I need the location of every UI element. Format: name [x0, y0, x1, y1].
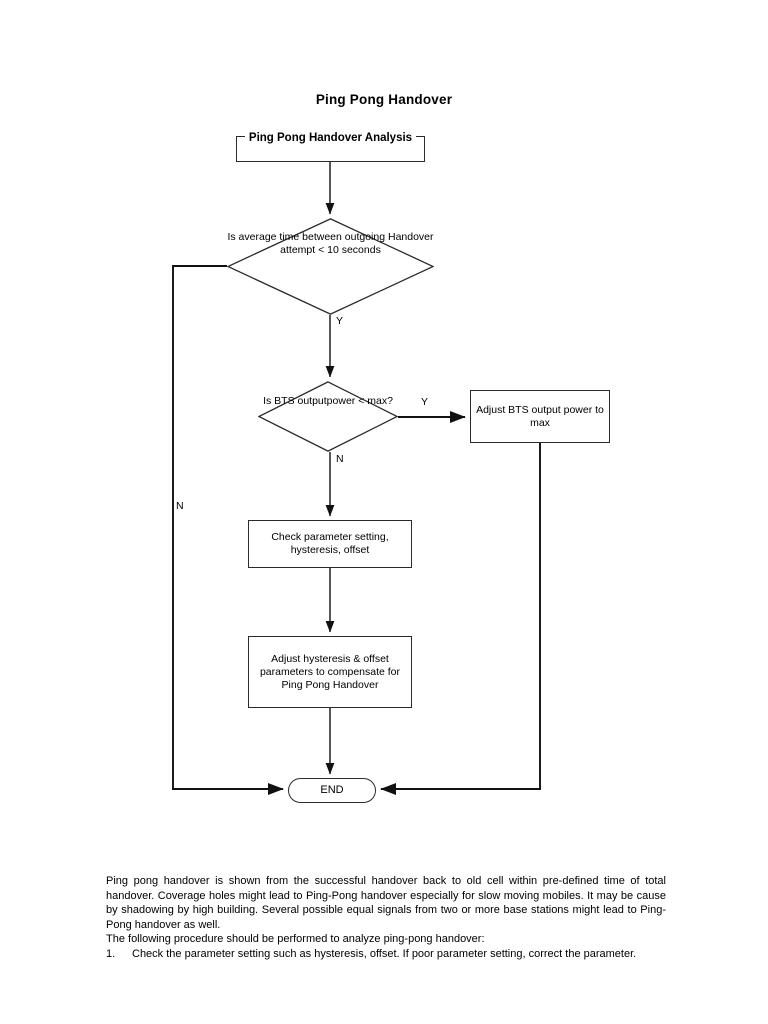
flow-node-decision-time[interactable]: Is average time between outgoing Handove… — [227, 218, 434, 315]
branch-label-time-no: N — [176, 500, 184, 512]
prose-paragraph-1: Ping pong handover is shown from the suc… — [106, 875, 666, 931]
flow-node-decision-power-label: Is BTS outputpower < max? — [263, 395, 393, 407]
flow-node-start-label: Ping Pong Handover Analysis — [244, 132, 417, 144]
list-item-text: Check the parameter setting such as hyst… — [132, 947, 637, 960]
flow-node-end-label: END — [320, 784, 344, 796]
flowchart: Ping Pong Handover Analysis Is average t… — [172, 132, 610, 803]
flow-node-end[interactable]: END — [288, 778, 376, 803]
diamond-shape-icon — [227, 218, 434, 315]
diamond-shape-icon — [258, 381, 398, 452]
branch-label-power-yes: Y — [421, 396, 429, 408]
flow-node-adjust-bts-label: Adjust BTS output power to max — [476, 403, 604, 429]
procedure-list: 1. Check the parameter setting such as h… — [106, 947, 666, 962]
branch-label-time-yes: Y — [336, 315, 344, 327]
flow-node-start[interactable]: Ping Pong Handover Analysis — [236, 132, 425, 162]
flow-node-adjust-bts[interactable]: Adjust BTS output power to max — [470, 390, 610, 443]
flow-node-decision-time-label: Is average time between outgoing Handove… — [227, 231, 434, 256]
edge-adjust-bts-to-end — [380, 443, 541, 796]
flow-node-check-param-label: Check parameter setting, hysteresis, off… — [271, 531, 389, 556]
description-text: Ping pong handover is shown from the suc… — [106, 874, 666, 962]
branch-label-power-no: N — [336, 453, 344, 465]
flow-node-adjust-hysteresis-label: Adjust hysteresis & offset parameters to… — [259, 652, 401, 691]
prose-paragraph-2: The following procedure should be perfor… — [106, 933, 485, 946]
list-item: 1. Check the parameter setting such as h… — [106, 947, 666, 962]
flow-node-check-param[interactable]: Check parameter setting, hysteresis, off… — [248, 520, 412, 568]
flow-node-adjust-hysteresis[interactable]: Adjust hysteresis & offset parameters to… — [248, 636, 412, 708]
edge-decision-time-no-to-end — [172, 265, 284, 796]
flow-node-decision-power[interactable]: Is BTS outputpower < max? — [258, 381, 398, 452]
flowchart-connectors — [172, 162, 541, 796]
list-item-number: 1. — [106, 947, 116, 960]
page-title: Ping Pong Handover — [315, 92, 453, 107]
